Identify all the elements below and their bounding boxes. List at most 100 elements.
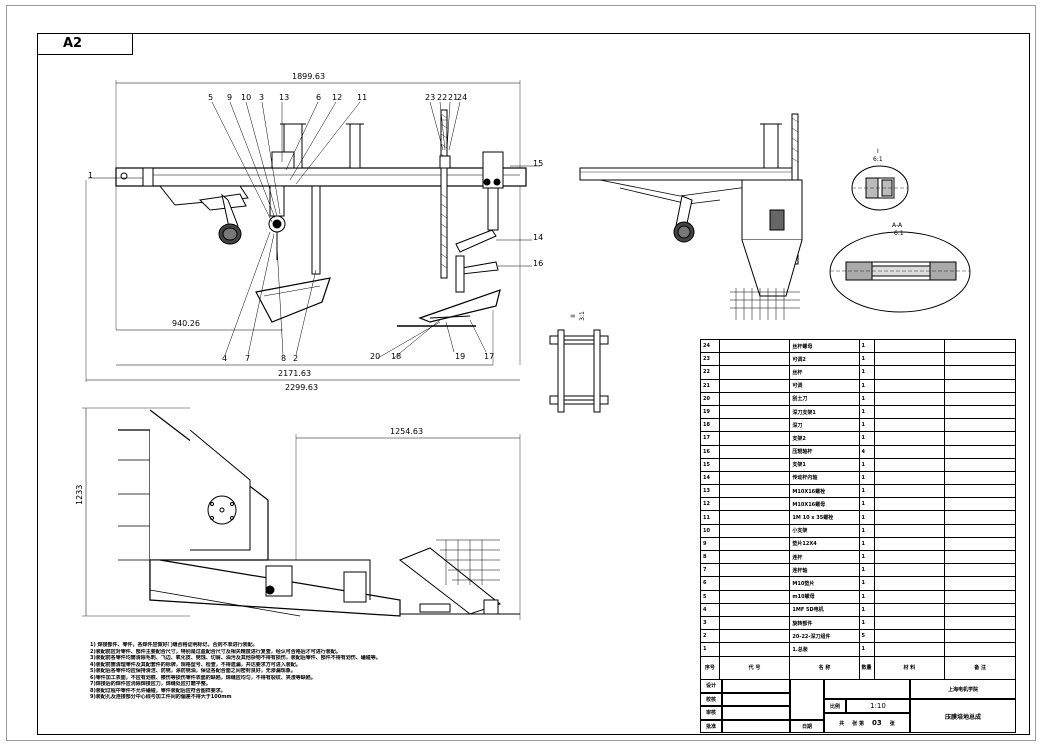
sheet-label: 张 第 — [852, 720, 864, 727]
bom-cell-no: 9 — [700, 536, 720, 552]
bom-cell-qty: 4 — [858, 444, 875, 459]
part-label: 24 — [457, 93, 468, 102]
bom-cell-remark — [944, 404, 1016, 420]
checker-label: 校核 — [700, 692, 722, 706]
bom-cell-code — [718, 470, 791, 486]
bom-cell-qty: 1 — [858, 536, 875, 552]
bom-cell-material — [873, 378, 946, 393]
bom-cell-qty: 1 — [858, 563, 875, 578]
bom-cell-remark — [944, 497, 1016, 512]
bom-cell-no: 22 — [700, 365, 720, 380]
side-view — [579, 113, 803, 320]
bom-cell-material — [873, 484, 946, 499]
part-label: 3 — [259, 93, 265, 102]
bom-cell-no: 17 — [700, 431, 720, 446]
sheet-size-label: A2 — [37, 33, 133, 55]
bom-cell-material — [873, 497, 946, 512]
bom-cell-qty: 1 — [858, 431, 875, 446]
part-label: 18 — [391, 352, 402, 361]
bom-cell-remark — [944, 523, 1016, 538]
bom-cell-name: 20-22-深刀组件 — [789, 629, 860, 644]
review-value — [722, 706, 790, 720]
detail-ii-scale: 3:1 — [578, 311, 586, 321]
bom-cell-no: 7 — [700, 563, 720, 578]
bom-cell-no: 5 — [700, 589, 720, 604]
bom-header-row: 序号代 号名 称数量材 料备 注 — [700, 655, 1016, 680]
bom-cell-code — [718, 602, 791, 617]
bom-cell-remark — [944, 391, 1016, 406]
bom-cell-no: 11 — [700, 510, 720, 525]
bom-cell-material — [873, 338, 946, 354]
bom-cell-material — [873, 602, 946, 617]
bom-cell-material — [873, 629, 946, 644]
outer-border — [6, 5, 1036, 741]
bom-cell-material — [873, 457, 946, 472]
bom-cell-remark — [944, 536, 1016, 552]
detail-aa-scale: 6:1 — [894, 230, 904, 237]
bom-cell-code — [718, 431, 791, 446]
bom-cell-code — [718, 615, 791, 631]
bom-cell-material — [873, 536, 946, 552]
bom-cell-code — [718, 589, 791, 604]
bom-cell-no: 2 — [700, 629, 720, 644]
bom-cell-qty: 1 — [858, 470, 875, 486]
note-line: 7)焊接后的焊件应消除焊接应力，焊缝处应打磨平整。 — [90, 681, 211, 687]
bom-cell-no: 4 — [700, 602, 720, 617]
blank-cell — [790, 679, 824, 720]
bom-cell-qty: 1 — [858, 418, 875, 433]
bom-cell-name: 连杆 — [789, 549, 860, 565]
bom-cell-name: 可调 — [789, 378, 860, 393]
detail-aa-view — [829, 231, 971, 313]
bom-cell-remark — [944, 563, 1016, 578]
bom-cell-material — [873, 404, 946, 420]
sheet-total-label: 共 — [839, 720, 845, 727]
bom-cell-name: 支架2 — [789, 431, 860, 446]
part-label: 13 — [279, 93, 290, 102]
bom-cell-remark — [944, 431, 1016, 446]
bom-cell-no: 23 — [700, 352, 720, 367]
bom-cell-no: 3 — [700, 615, 720, 631]
bom-cell-code — [718, 536, 791, 552]
bom-cell-code — [718, 497, 791, 512]
bom-cell-remark — [944, 418, 1016, 433]
bom-cell-qty: 1 — [858, 602, 875, 617]
bom-cell-material — [873, 510, 946, 525]
bom-cell-qty: 1 — [858, 484, 875, 499]
sheet-number: 03 — [872, 719, 882, 727]
bom-cell-code — [718, 642, 791, 657]
part-label: 6 — [316, 93, 322, 102]
bom-cell-material — [873, 563, 946, 578]
bom-cell-remark — [944, 642, 1016, 657]
bom-cell-code — [718, 629, 791, 644]
note-line: 1) 焊接部件、零件，各焊件应做好门缝合格证明标记，否则不准进行装配。 — [90, 642, 258, 648]
bom-cell-qty: 1 — [858, 391, 875, 406]
bom-cell-qty: 1 — [858, 510, 875, 525]
bom-cell-qty: 1 — [858, 404, 875, 420]
school-name: 上海电机学院 — [910, 679, 1016, 699]
bom-cell-name: 1MF 5D电机 — [789, 602, 860, 617]
note-line: 4)装配前需清理零件及其配套件的标牌，规格型号、检查，不得遗漏，并达要求方可进入… — [90, 661, 301, 668]
part-label: 4 — [222, 354, 228, 363]
bom-cell-code — [718, 484, 791, 499]
bom-cell-no: 24 — [700, 338, 720, 354]
part-label: 23 — [425, 93, 436, 102]
designer-value — [722, 679, 790, 693]
bom-cell-qty: 1 — [858, 523, 875, 538]
bom-header-code: 代 号 — [718, 655, 791, 680]
dim-overall-mid: 2171.63 — [278, 369, 312, 378]
bom-cell-code — [718, 457, 791, 472]
bom-cell-qty: 1 — [858, 642, 875, 657]
note-line: 5)装配后各零件均应保持清洁、防锈，涂防锈油，保证各配合面之间密封良好，无渗漏现… — [90, 668, 296, 674]
bom-cell-material — [873, 615, 946, 631]
part-label: 16 — [533, 259, 544, 268]
bom-cell-no: 14 — [700, 470, 720, 486]
